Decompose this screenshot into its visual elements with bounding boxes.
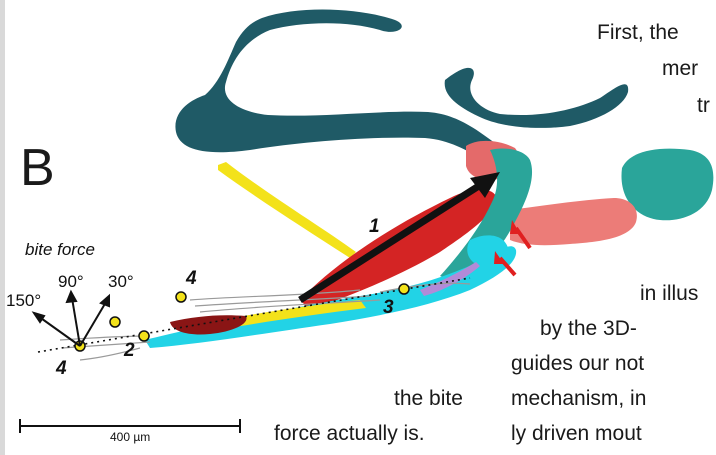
label-1: 1 bbox=[369, 216, 380, 238]
yellow-rod bbox=[218, 162, 356, 258]
text-line-2: mer bbox=[662, 58, 698, 79]
joint-dot-3 bbox=[399, 284, 409, 294]
left-text-line-2: force actually is. bbox=[274, 423, 425, 444]
salmon-tube bbox=[510, 198, 637, 245]
joint-dot-small bbox=[110, 317, 120, 327]
label-2: 2 bbox=[124, 340, 135, 362]
angle-90: 90° bbox=[58, 272, 84, 292]
text-line-1: First, the bbox=[597, 22, 679, 43]
text-line-5: by the 3D- bbox=[540, 318, 637, 339]
panel-label: B bbox=[20, 142, 55, 194]
text-line-4: in illus bbox=[640, 283, 698, 304]
angle-150: 150° bbox=[6, 291, 41, 311]
text-line-6: guides our not bbox=[511, 353, 644, 374]
text-line-3: tr bbox=[697, 95, 710, 116]
text-line-7: mechanism, in bbox=[511, 388, 646, 409]
label-4-lower: 4 bbox=[56, 358, 67, 380]
bite-force-label: bite force bbox=[25, 240, 95, 260]
dark-teal-right-arm bbox=[445, 68, 629, 128]
text-line-8: ly driven mout bbox=[511, 423, 642, 444]
scale-bar-label: 400 µm bbox=[110, 430, 150, 444]
label-4-upper: 4 bbox=[186, 268, 197, 290]
label-3: 3 bbox=[383, 297, 394, 319]
left-text-line-1: the bite bbox=[394, 388, 463, 409]
angle-30: 30° bbox=[108, 272, 134, 292]
joint-dot-2 bbox=[139, 331, 149, 341]
joint-dot-4-upper bbox=[176, 292, 186, 302]
